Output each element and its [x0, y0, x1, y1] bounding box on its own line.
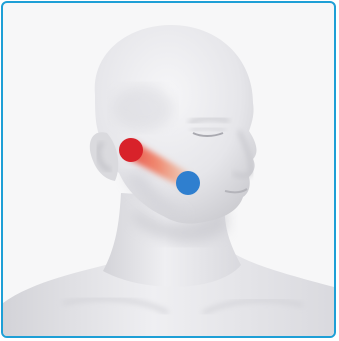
head — [95, 25, 257, 224]
red-dot-icon — [119, 138, 143, 162]
illustration-frame — [1, 1, 336, 338]
head-illustration — [3, 3, 336, 338]
blue-dot-icon — [176, 171, 200, 195]
